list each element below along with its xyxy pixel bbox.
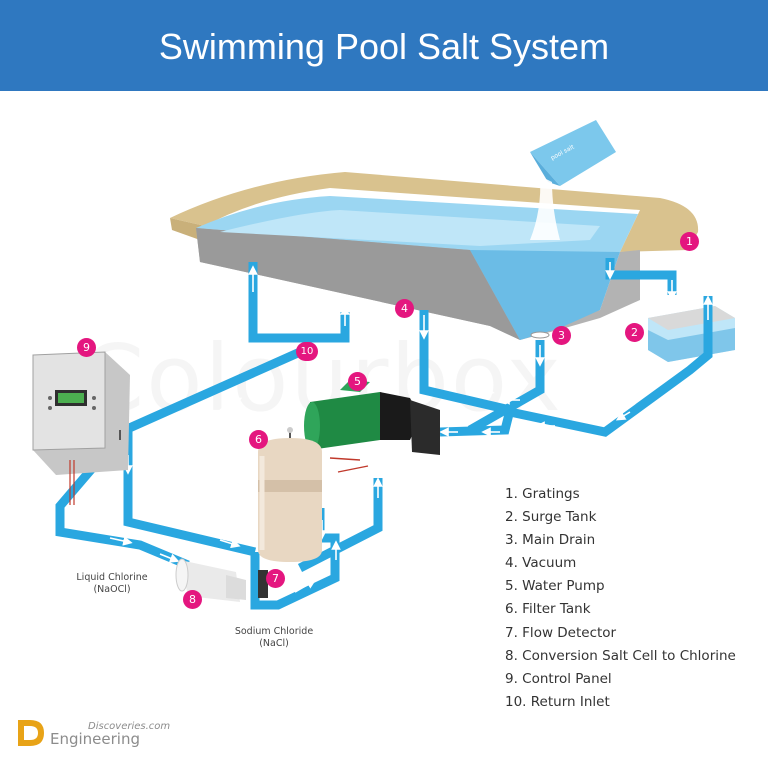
legend-item: 6. Filter Tank (505, 601, 591, 618)
badge-gratings: 1 (680, 232, 699, 251)
badge-vacuum: 4 (395, 299, 414, 318)
sodium-chloride-label: Sodium Chloride (NaCl) (228, 626, 320, 650)
legend-item: 5. Water Pump (505, 578, 605, 595)
brand-logo-icon (18, 720, 44, 746)
water-pump (304, 380, 440, 473)
legend-item: 3. Main Drain (505, 532, 596, 549)
legend-item: 7. Flow Detector (505, 624, 617, 641)
legend-item: 9. Control Panel (505, 670, 612, 687)
page-title: Swimming Pool Salt System (158, 26, 610, 67)
badge-water-pump: 5 (348, 372, 367, 391)
surge-tank (648, 306, 735, 362)
badge-surge-tank: 2 (625, 323, 644, 342)
legend-item: 10. Return Inlet (505, 693, 610, 710)
pool-wall (196, 196, 640, 340)
legend-item: 2. Surge Tank (505, 509, 597, 526)
badge-main-drain: 3 (552, 326, 571, 345)
badge-return-inlet: 10 (296, 342, 318, 361)
legend-item: 1. Gratings (505, 486, 580, 502)
title-banner (0, 0, 768, 91)
liquid-chlorine-label: Liquid Chlorine (NaOCl) (70, 572, 154, 596)
filter-tank (258, 427, 322, 562)
liquid-chlorine-formula: (NaOCl) (93, 584, 131, 595)
component-legend: 1. Gratings 2. Surge Tank 3. Main Drain … (505, 484, 736, 715)
legend-item: 4. Vacuum (505, 555, 577, 572)
brand-name: Engineering (50, 730, 140, 748)
brand-site: Discoveries.com (88, 721, 171, 732)
badge-flow-detector: 7 (266, 569, 285, 588)
badge-salt-cell: 8 (183, 590, 202, 609)
pool-deck (170, 172, 699, 252)
main-drain (530, 331, 550, 339)
badge-filter-tank: 6 (249, 430, 268, 449)
flow-detector (258, 570, 268, 598)
legend-item: 8. Conversion Salt Cell to Chlorine (505, 647, 736, 664)
pool-diagram: pool salt (32, 120, 735, 610)
liquid-chlorine-text: Liquid Chlorine (76, 572, 148, 583)
control-panel (32, 351, 130, 505)
badge-control-panel: 9 (77, 338, 96, 357)
sodium-chloride-formula: (NaCl) (259, 638, 289, 649)
salt-bag (530, 120, 616, 240)
sodium-chloride-text: Sodium Chloride (234, 626, 314, 637)
